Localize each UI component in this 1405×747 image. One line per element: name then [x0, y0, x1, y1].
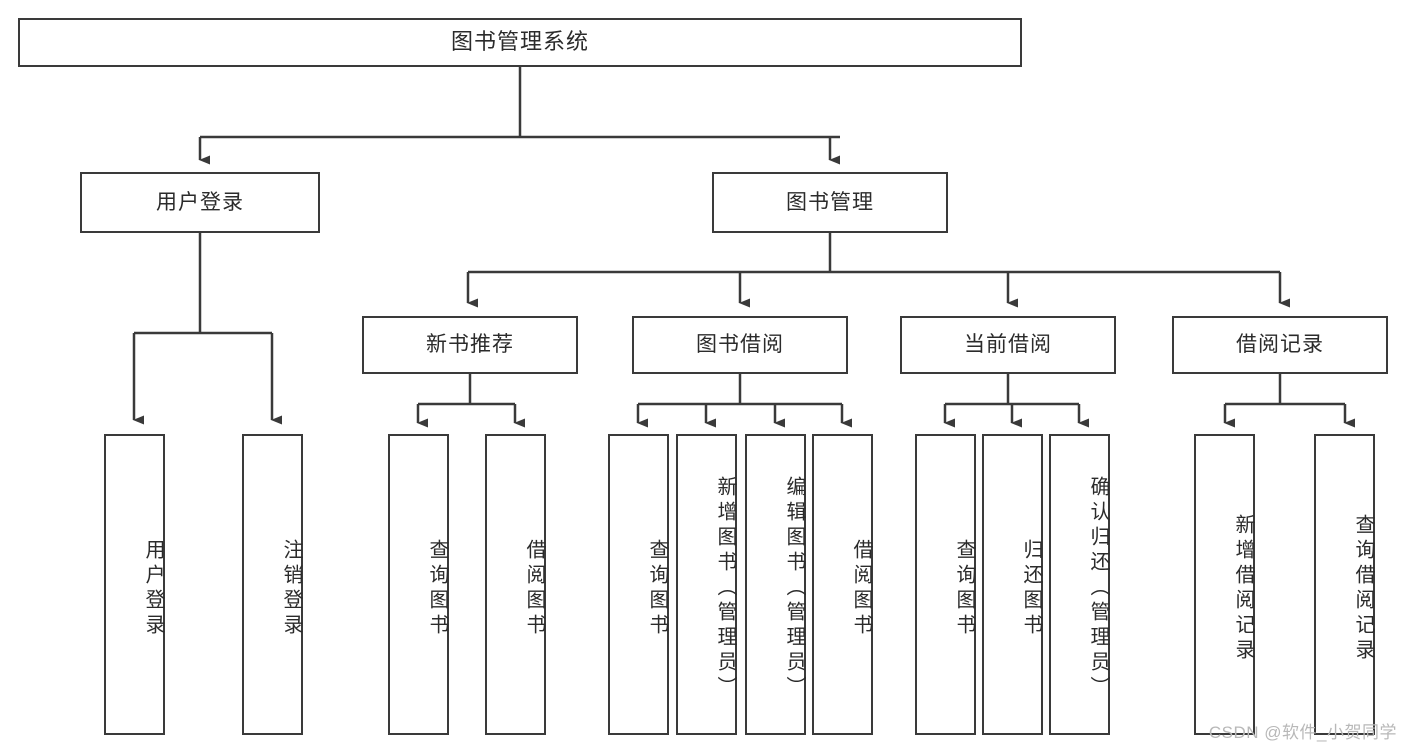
node-label: 查询图书	[426, 538, 448, 639]
node-label: 查询图书	[646, 538, 668, 639]
node-book-management[interactable]: 图书管理	[712, 172, 948, 233]
node-label: 新增借阅记录	[1232, 513, 1254, 664]
node-label: 当前借阅	[964, 333, 1052, 357]
node-label: 查询图书	[953, 538, 975, 639]
node-label: 注销登录	[280, 538, 302, 639]
node-label: 新书推荐	[426, 333, 514, 357]
leaf-query-books-borrowing[interactable]: 查询图书	[608, 434, 669, 735]
leaf-borrow-books-recommendation[interactable]: 借阅图书	[485, 434, 546, 735]
node-current-borrowing[interactable]: 当前借阅	[900, 316, 1116, 374]
node-label: 查询借阅记录	[1352, 513, 1374, 664]
node-label: 用户登录	[156, 190, 244, 214]
watermark: CSDN @软件_小贺同学	[1208, 723, 1397, 742]
node-label: 借阅图书	[850, 538, 872, 639]
node-new-book-recommendation[interactable]: 新书推荐	[362, 316, 578, 374]
node-label: 确认归还（管理员）	[1087, 476, 1109, 701]
node-label: 归还图书	[1020, 538, 1042, 639]
node-borrowing-records[interactable]: 借阅记录	[1172, 316, 1388, 374]
leaf-add-book-admin[interactable]: 新增图书（管理员）	[676, 434, 737, 735]
node-book-borrowing[interactable]: 图书借阅	[632, 316, 848, 374]
node-label: 用户登录	[142, 538, 164, 639]
leaf-edit-book-admin[interactable]: 编辑图书（管理员）	[745, 434, 806, 735]
leaf-query-books-recommendation[interactable]: 查询图书	[388, 434, 449, 735]
leaf-add-borrowing-record[interactable]: 新增借阅记录	[1194, 434, 1255, 735]
node-label: 图书管理	[786, 190, 874, 214]
node-label: 新增图书（管理员）	[714, 476, 736, 701]
leaf-confirm-return-admin[interactable]: 确认归还（管理员）	[1049, 434, 1110, 735]
node-label: 编辑图书（管理员）	[783, 476, 805, 701]
node-label: 借阅记录	[1236, 333, 1324, 357]
leaf-query-borrowing-record[interactable]: 查询借阅记录	[1314, 434, 1375, 735]
leaf-borrow-books-borrowing[interactable]: 借阅图书	[812, 434, 873, 735]
node-label: 图书管理系统	[450, 29, 589, 55]
leaf-return-books[interactable]: 归还图书	[982, 434, 1043, 735]
node-label: 图书借阅	[696, 333, 784, 357]
leaf-query-books-current[interactable]: 查询图书	[915, 434, 976, 735]
leaf-logout[interactable]: 注销登录	[242, 434, 303, 735]
leaf-user-login[interactable]: 用户登录	[104, 434, 165, 735]
node-user-login[interactable]: 用户登录	[80, 172, 320, 233]
node-label: 借阅图书	[523, 538, 545, 639]
node-root-book-management-system[interactable]: 图书管理系统	[18, 18, 1022, 67]
